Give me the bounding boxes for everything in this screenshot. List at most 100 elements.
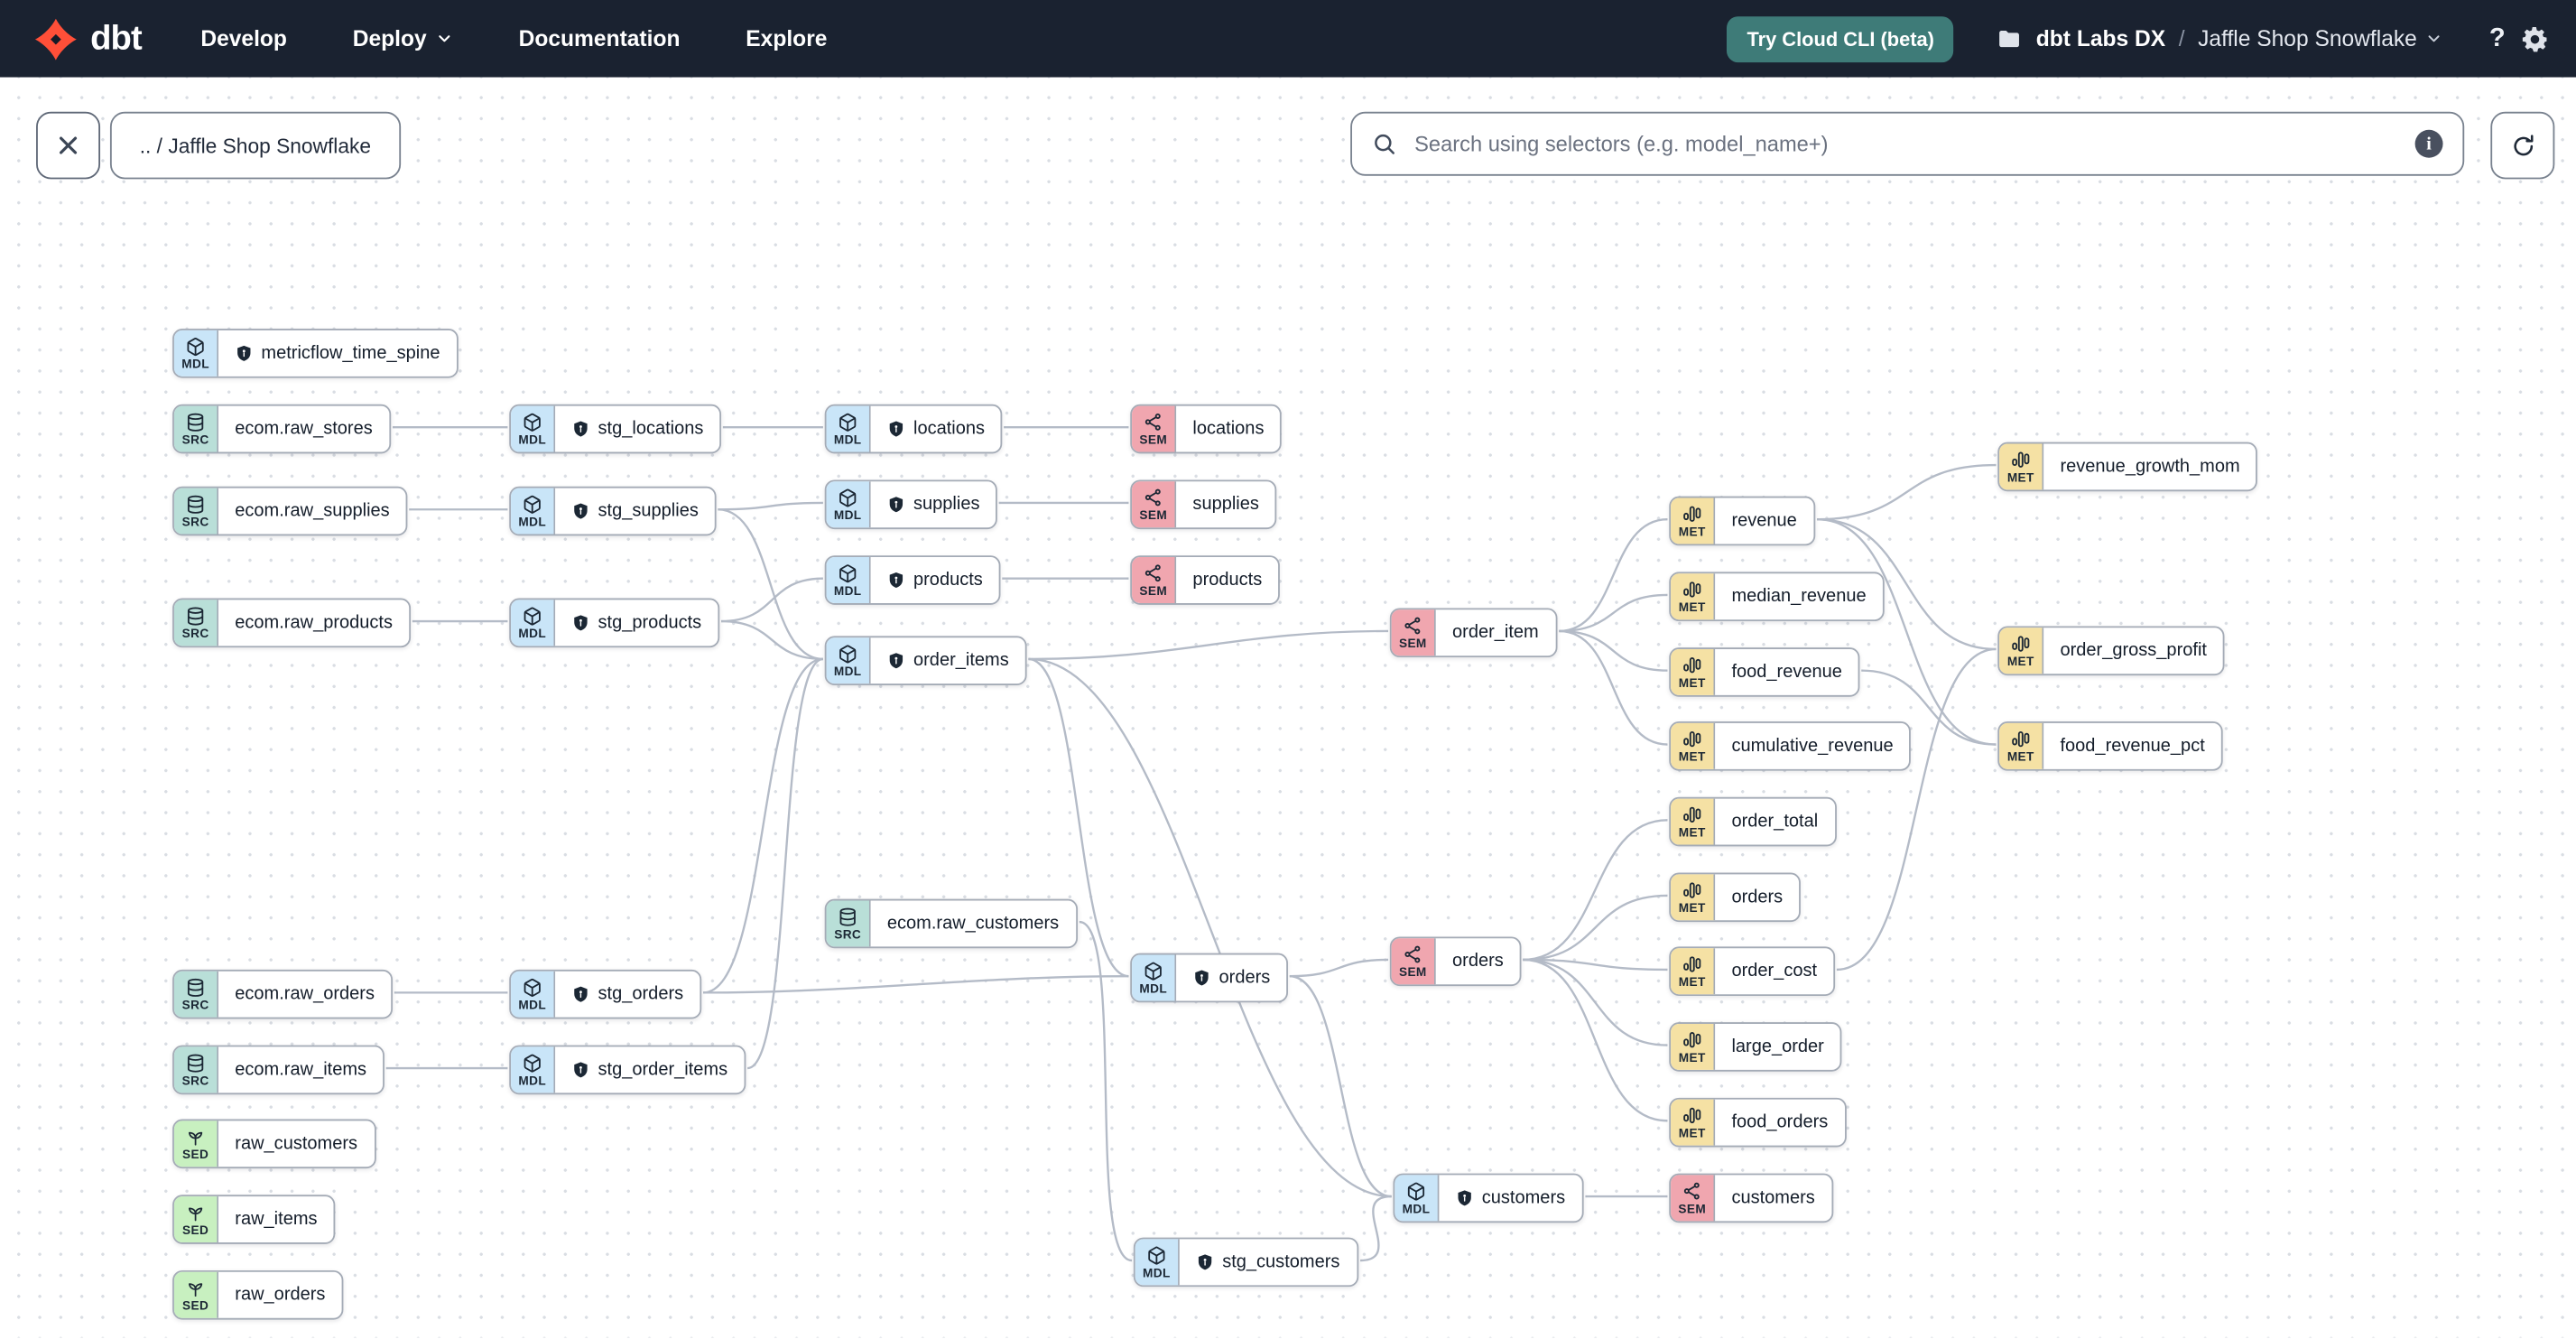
database-icon — [186, 606, 206, 626]
edge — [702, 657, 823, 994]
shield-icon — [571, 501, 589, 521]
node-type-badge: MET — [1999, 722, 2044, 769]
node-label: ecom.raw_items — [235, 1059, 367, 1080]
nav-item-deploy[interactable]: Deploy — [353, 26, 453, 51]
try-cloud-cli-button[interactable]: Try Cloud CLI (beta) — [1727, 15, 1954, 62]
edge — [1289, 958, 1389, 978]
close-lineage-button[interactable] — [36, 111, 101, 180]
node-body: stg_supplies — [555, 488, 715, 535]
nav-item-explore[interactable]: Explore — [746, 26, 828, 51]
edge — [1028, 657, 1129, 978]
node-label: ecom.raw_products — [235, 612, 394, 633]
node-type-label: MET — [2006, 470, 2034, 485]
edge — [721, 577, 823, 623]
nav-item-develop[interactable]: Develop — [200, 26, 287, 51]
node-label: products — [913, 570, 983, 590]
edge — [1289, 974, 1392, 1198]
node-type-badge: SRC — [826, 900, 871, 947]
node-type-label: MET — [1678, 824, 1706, 840]
node-body: raw_customers — [218, 1120, 374, 1167]
edge — [1079, 920, 1133, 1262]
node-type-badge: MET — [1671, 722, 1716, 769]
info-icon[interactable]: i — [2414, 129, 2443, 158]
help-icon[interactable]: ? — [2488, 23, 2506, 52]
account-name[interactable]: dbt Labs DX — [2035, 26, 2166, 51]
node-type-badge: MDL — [511, 600, 556, 646]
edge — [1817, 517, 1997, 746]
node-body: median_revenue — [1715, 573, 1883, 619]
node-type-badge: SRC — [173, 488, 219, 535]
project-selector[interactable]: Jaffle Shop Snowflake — [2198, 26, 2443, 51]
node-label: median_revenue — [1731, 586, 1867, 607]
dbt-logo[interactable]: dbt — [32, 15, 143, 61]
node-type-badge: MET — [1999, 443, 2044, 490]
lineage-breadcrumb[interactable]: .. / Jaffle Shop Snowflake — [109, 111, 401, 180]
cube-icon — [186, 337, 206, 357]
nav-item-documentation[interactable]: Documentation — [518, 26, 681, 51]
refresh-button[interactable] — [2490, 111, 2555, 180]
bar-chart-icon — [2011, 730, 2031, 749]
node-body: ecom.raw_products — [218, 600, 409, 646]
search-input[interactable] — [1411, 129, 2401, 158]
node-type-badge: MDL — [511, 1046, 556, 1093]
shield-icon — [1456, 1188, 1474, 1208]
node-type-label: MET — [2006, 749, 2034, 764]
node-type-label: SED — [182, 1222, 209, 1238]
node-type-label: MDL — [833, 663, 862, 679]
node-type-label: MET — [1678, 1125, 1706, 1140]
chevron-down-icon — [2425, 30, 2443, 48]
seedling-icon — [186, 1203, 206, 1223]
node-label: food_revenue_pct — [2060, 736, 2205, 757]
node-label: revenue_growth_mom — [2060, 457, 2240, 477]
node-type-badge: MDL — [1132, 954, 1177, 1001]
gear-icon[interactable] — [2520, 23, 2550, 53]
shield-icon — [571, 613, 589, 633]
node-order_gross_profit[interactable]: MET order_gross_profit — [1997, 626, 2225, 676]
shield-icon — [887, 571, 905, 590]
shield-icon — [571, 984, 589, 1004]
node-type-label: MET — [2006, 653, 2034, 669]
node-body: order_gross_profit — [2043, 628, 2223, 674]
node-food_revenue_pct[interactable]: MET food_revenue_pct — [1997, 721, 2223, 771]
node-revenue_growth_mom[interactable]: MET revenue_growth_mom — [1997, 442, 2258, 492]
node-type-label: MDL — [181, 356, 209, 371]
